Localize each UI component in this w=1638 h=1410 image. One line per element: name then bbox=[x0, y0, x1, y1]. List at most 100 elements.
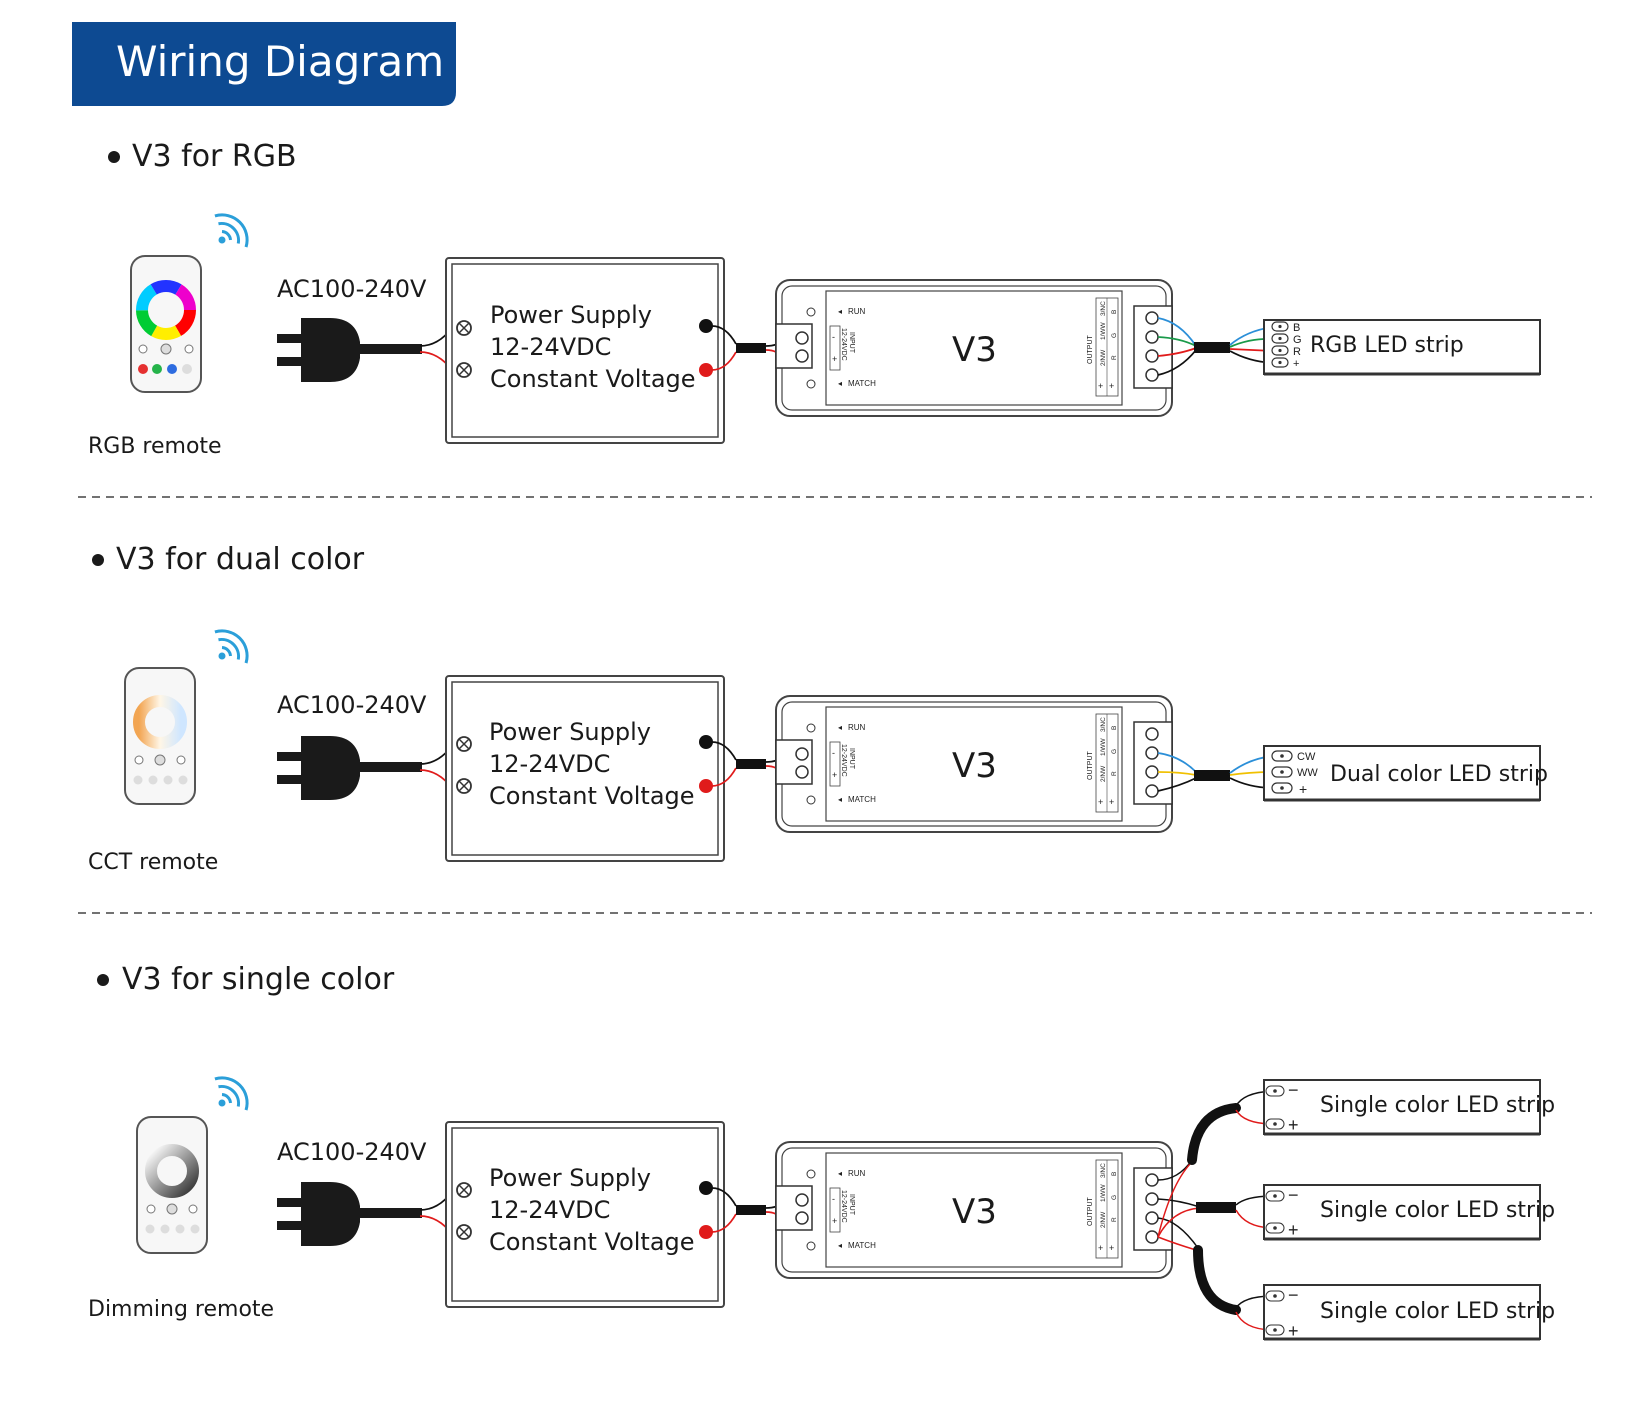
psu-label: Power Supply bbox=[489, 1164, 651, 1192]
input-label: INPUT bbox=[848, 748, 855, 770]
psu-voltage: 12-24VDC bbox=[489, 1196, 610, 1224]
output-label: OUTPUT bbox=[1087, 335, 1094, 365]
input-minus: - bbox=[832, 748, 835, 758]
strip-pin-label: + bbox=[1299, 781, 1307, 797]
out-b: B bbox=[1111, 1172, 1118, 1176]
match-label: MATCH bbox=[848, 795, 876, 804]
svg-text:◂: ◂ bbox=[838, 795, 842, 804]
ac-plug-icon bbox=[277, 318, 422, 382]
controller-name: V3 bbox=[952, 746, 997, 786]
bullet-icon bbox=[97, 974, 109, 986]
bullet-icon bbox=[108, 151, 120, 163]
controller-v3: ◂ RUN ◂ MATCH - + INPUT 12-24VDC V3 OUTP… bbox=[775, 695, 1173, 833]
ac-voltage-label: AC100-240V bbox=[277, 275, 427, 303]
input-minus: - bbox=[832, 332, 835, 342]
out-ch1: 1/WW bbox=[1100, 737, 1107, 756]
ac-plug-icon bbox=[277, 1182, 422, 1246]
out-plus: + bbox=[1098, 797, 1103, 807]
strip-minus: − bbox=[1288, 1285, 1299, 1305]
input-voltage-label: 12-24VDC bbox=[840, 328, 847, 361]
strip-pin-label: B bbox=[1293, 322, 1300, 334]
out-plus: + bbox=[1098, 381, 1103, 391]
led-strip-single-color: − + Single color LED strip bbox=[1263, 1284, 1555, 1341]
input-plus: + bbox=[832, 1216, 837, 1226]
run-label: RUN bbox=[848, 1169, 866, 1178]
input-voltage-label: 12-24VDC bbox=[840, 744, 847, 777]
bullet-icon bbox=[92, 554, 104, 566]
led-strip-single-color: − + Single color LED strip bbox=[1263, 1184, 1555, 1241]
output-label: OUTPUT bbox=[1087, 751, 1094, 781]
out-ch3: 3/NC bbox=[1100, 301, 1107, 316]
output-label: OUTPUT bbox=[1087, 1197, 1094, 1227]
out-plus: + bbox=[1109, 797, 1114, 807]
strip-label: Single color LED strip bbox=[1320, 1299, 1555, 1324]
match-label: MATCH bbox=[848, 379, 876, 388]
strip-label: Single color LED strip bbox=[1320, 1198, 1555, 1223]
match-label: MATCH bbox=[848, 1241, 876, 1250]
strip-pin-label: G bbox=[1293, 334, 1302, 346]
section-rgb: V3 for RGB RGB remote AC100-240V bbox=[88, 139, 1541, 459]
power-supply-box: Power Supply 12-24VDC Constant Voltage bbox=[445, 257, 725, 444]
svg-text:◂: ◂ bbox=[838, 1169, 842, 1178]
remote-label: Dimming remote bbox=[88, 1297, 274, 1322]
strip-plus: + bbox=[1288, 1321, 1299, 1341]
strip-label: RGB LED strip bbox=[1310, 333, 1464, 358]
psu-type: Constant Voltage bbox=[489, 782, 695, 810]
header-banner: Wiring Diagram bbox=[72, 22, 456, 106]
out-g: G bbox=[1111, 333, 1118, 338]
input-label: INPUT bbox=[848, 1194, 855, 1216]
psu-type: Constant Voltage bbox=[490, 365, 696, 393]
out-ch3: 3/NC bbox=[1100, 717, 1107, 732]
svg-text:◂: ◂ bbox=[838, 1241, 842, 1250]
remote-icon bbox=[124, 667, 196, 805]
section-heading: V3 for RGB bbox=[132, 139, 297, 174]
out-g: G bbox=[1111, 1195, 1118, 1200]
out-b: B bbox=[1111, 726, 1118, 730]
input-label: INPUT bbox=[848, 332, 855, 354]
wireless-signal-icon bbox=[214, 629, 249, 664]
led-strip-rgb: B G R + RGB LED strip bbox=[1263, 319, 1541, 376]
remote-label: CCT remote bbox=[88, 850, 218, 875]
wireless-signal-icon bbox=[214, 1076, 249, 1111]
psu-voltage: 12-24VDC bbox=[490, 333, 611, 361]
ac-voltage-label: AC100-240V bbox=[277, 1138, 427, 1166]
page-title: Wiring Diagram bbox=[116, 37, 444, 86]
strip-pin-label: R bbox=[1293, 346, 1301, 358]
ac-plug-icon bbox=[277, 736, 422, 800]
section-heading: V3 for single color bbox=[122, 962, 395, 997]
svg-text:◂: ◂ bbox=[838, 723, 842, 732]
strip-minus: − bbox=[1288, 1185, 1299, 1205]
strip-pin-label: CW bbox=[1297, 751, 1316, 763]
strip-label: Dual color LED strip bbox=[1330, 762, 1548, 787]
strip-pin-label: WW bbox=[1297, 767, 1318, 779]
remote-icon bbox=[136, 1116, 208, 1254]
out-r: R bbox=[1111, 1217, 1118, 1222]
out-plus: + bbox=[1109, 381, 1114, 391]
out-r: R bbox=[1111, 771, 1118, 776]
controller-v3: ◂ RUN ◂ MATCH - + INPUT 12-24VDC V3 OUTP… bbox=[775, 279, 1173, 417]
out-ch1: 1/WW bbox=[1100, 321, 1107, 340]
input-plus: + bbox=[832, 770, 837, 780]
power-supply-box: Power Supply 12-24VDC Constant Voltage bbox=[445, 675, 725, 862]
out-ch2: 2/NW bbox=[1100, 1211, 1107, 1228]
out-ch2: 2/NW bbox=[1100, 765, 1107, 782]
section-dual-color: V3 for dual color CCT remote AC100-240V bbox=[88, 542, 1548, 875]
remote-label: RGB remote bbox=[88, 434, 222, 459]
strip-minus: − bbox=[1288, 1080, 1299, 1100]
psu-voltage: 12-24VDC bbox=[489, 750, 610, 778]
controller-v3: ◂ RUN ◂ MATCH - + INPUT 12-24VDC V3 OUTP… bbox=[775, 1141, 1173, 1279]
controller-name: V3 bbox=[952, 330, 997, 370]
input-minus: - bbox=[832, 1194, 835, 1204]
out-b: B bbox=[1111, 310, 1118, 314]
out-ch2: 2/NW bbox=[1100, 349, 1107, 366]
psu-type: Constant Voltage bbox=[489, 1228, 695, 1256]
strip-label: Single color LED strip bbox=[1320, 1093, 1555, 1118]
out-g: G bbox=[1111, 749, 1118, 754]
section-single-color: V3 for single color Dimming remote AC100… bbox=[88, 962, 1555, 1341]
strip-plus: + bbox=[1288, 1220, 1299, 1240]
remote-icon bbox=[130, 255, 202, 393]
psu-label: Power Supply bbox=[490, 301, 652, 329]
led-strip-dual-color: CW WW + Dual color LED strip bbox=[1263, 745, 1548, 802]
svg-text:◂: ◂ bbox=[838, 379, 842, 388]
